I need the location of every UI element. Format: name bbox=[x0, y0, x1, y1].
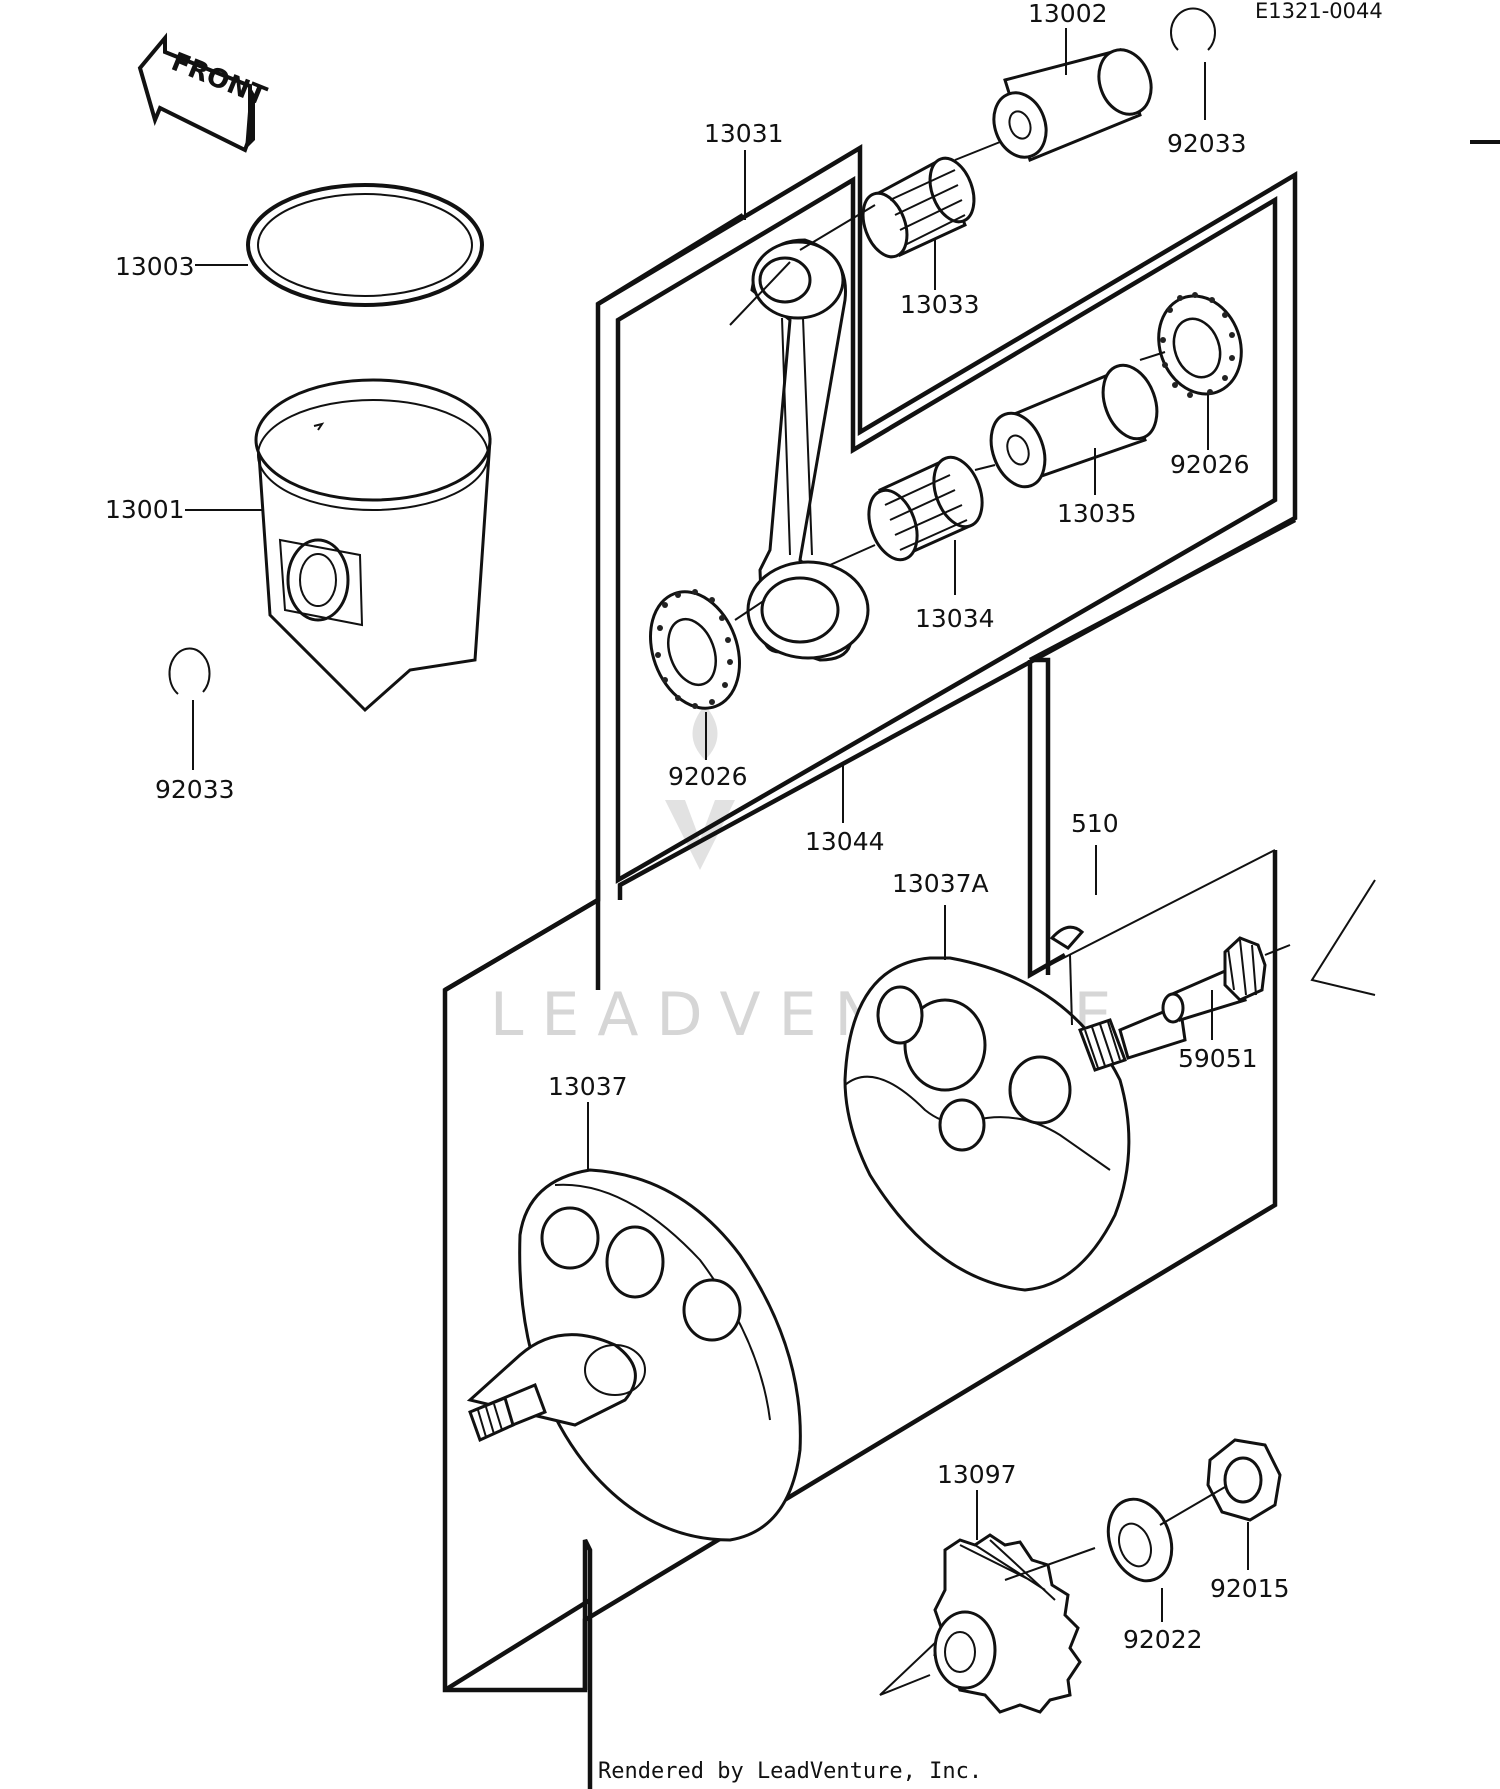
assembly-outlines bbox=[442, 144, 1376, 1789]
callout-92022: 92022 bbox=[1123, 1625, 1203, 1654]
callout-13035: 13035 bbox=[1057, 499, 1137, 528]
watermark-logo-icon bbox=[665, 705, 735, 870]
gear-13097 bbox=[933, 1533, 1082, 1714]
callout-13003: 13003 bbox=[115, 252, 195, 281]
callout-13033: 13033 bbox=[900, 290, 980, 319]
needle-bearing-13033 bbox=[861, 156, 976, 259]
washer-92026-right bbox=[1157, 292, 1243, 398]
callout-92033-top: 92033 bbox=[1167, 129, 1247, 158]
pinion-59051 bbox=[1161, 936, 1267, 1024]
leader-lines bbox=[185, 28, 1249, 1622]
piston-pin-13002 bbox=[992, 48, 1153, 163]
callout-13037: 13037 bbox=[548, 1072, 628, 1101]
washer-92022 bbox=[1106, 1497, 1174, 1583]
piston-ring-13003 bbox=[246, 183, 484, 307]
washer-92026-left bbox=[649, 589, 741, 710]
callout-13002: 13002 bbox=[1028, 0, 1108, 28]
nut-92015 bbox=[1206, 1438, 1282, 1522]
front-arrow-icon: FRONT bbox=[137, 32, 271, 153]
woodruff-key-510 bbox=[1049, 925, 1085, 950]
piston-13001 bbox=[254, 378, 492, 713]
callout-510: 510 bbox=[1071, 809, 1119, 838]
assembly-center-lines bbox=[729, 141, 1291, 1581]
callout-92026-left: 92026 bbox=[668, 762, 748, 791]
callout-13044: 13044 bbox=[805, 827, 885, 856]
callout-13034: 13034 bbox=[915, 604, 995, 633]
circlip-92033-top bbox=[1170, 7, 1216, 51]
crank-pin-13035 bbox=[989, 363, 1159, 489]
callout-92026-right: 92026 bbox=[1170, 450, 1250, 479]
circlip-92033-left bbox=[168, 647, 211, 695]
footer-credit: Rendered by LeadVenture, Inc. bbox=[598, 1759, 982, 1784]
crank-half-13037 bbox=[466, 1168, 802, 1542]
callout-92033-left: 92033 bbox=[155, 775, 235, 804]
callout-13037A: 13037A bbox=[892, 869, 989, 898]
callout-13097: 13097 bbox=[937, 1460, 1017, 1489]
callout-labels: 13002 92033 13031 13003 13033 13001 9202… bbox=[105, 0, 1290, 1654]
callout-13001: 13001 bbox=[105, 495, 185, 524]
needle-bearing-13034 bbox=[867, 455, 984, 562]
diagram-code: E1321-0044 bbox=[1255, 0, 1383, 23]
callout-59051: 59051 bbox=[1178, 1044, 1258, 1073]
callout-92015: 92015 bbox=[1210, 1574, 1290, 1603]
callout-13031: 13031 bbox=[704, 119, 784, 148]
connecting-rod-13031 bbox=[746, 238, 870, 662]
crank-half-13037A bbox=[843, 956, 1187, 1292]
